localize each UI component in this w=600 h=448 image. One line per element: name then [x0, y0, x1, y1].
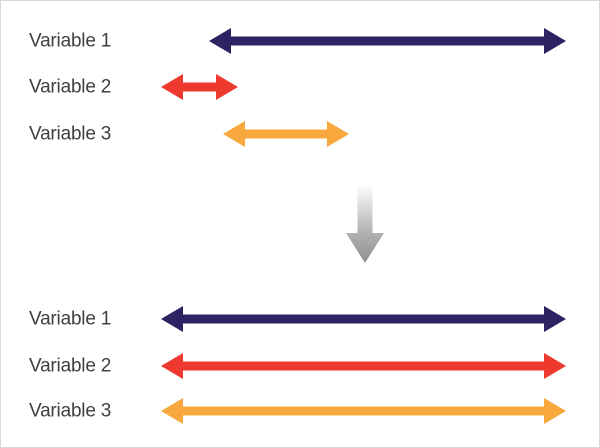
arrow-shape [161, 353, 566, 379]
down-arrow-shape [346, 183, 384, 263]
arrow-shape [161, 398, 566, 424]
arrow-shape [161, 74, 238, 100]
variable-label: Variable 2 [29, 76, 112, 98]
variable-label: Variable 3 [29, 400, 112, 422]
down-arrow-gradient-icon [346, 183, 384, 263]
double-headed-arrow-icon [209, 28, 566, 54]
double-headed-arrow-icon [161, 353, 566, 379]
arrow-shape [223, 121, 349, 147]
variable-label: Variable 3 [29, 123, 112, 145]
variable-label: Variable 2 [29, 355, 112, 377]
variable-label: Variable 1 [29, 30, 112, 52]
arrow-shape [209, 28, 566, 54]
down-arrow-polygon [346, 183, 384, 263]
variable-label: Variable 1 [29, 308, 112, 330]
double-headed-arrow-icon [223, 121, 349, 147]
double-headed-arrow-icon [161, 74, 238, 100]
double-headed-arrow-icon [161, 398, 566, 424]
double-headed-arrow-icon [161, 306, 566, 332]
arrow-shape [161, 306, 566, 332]
